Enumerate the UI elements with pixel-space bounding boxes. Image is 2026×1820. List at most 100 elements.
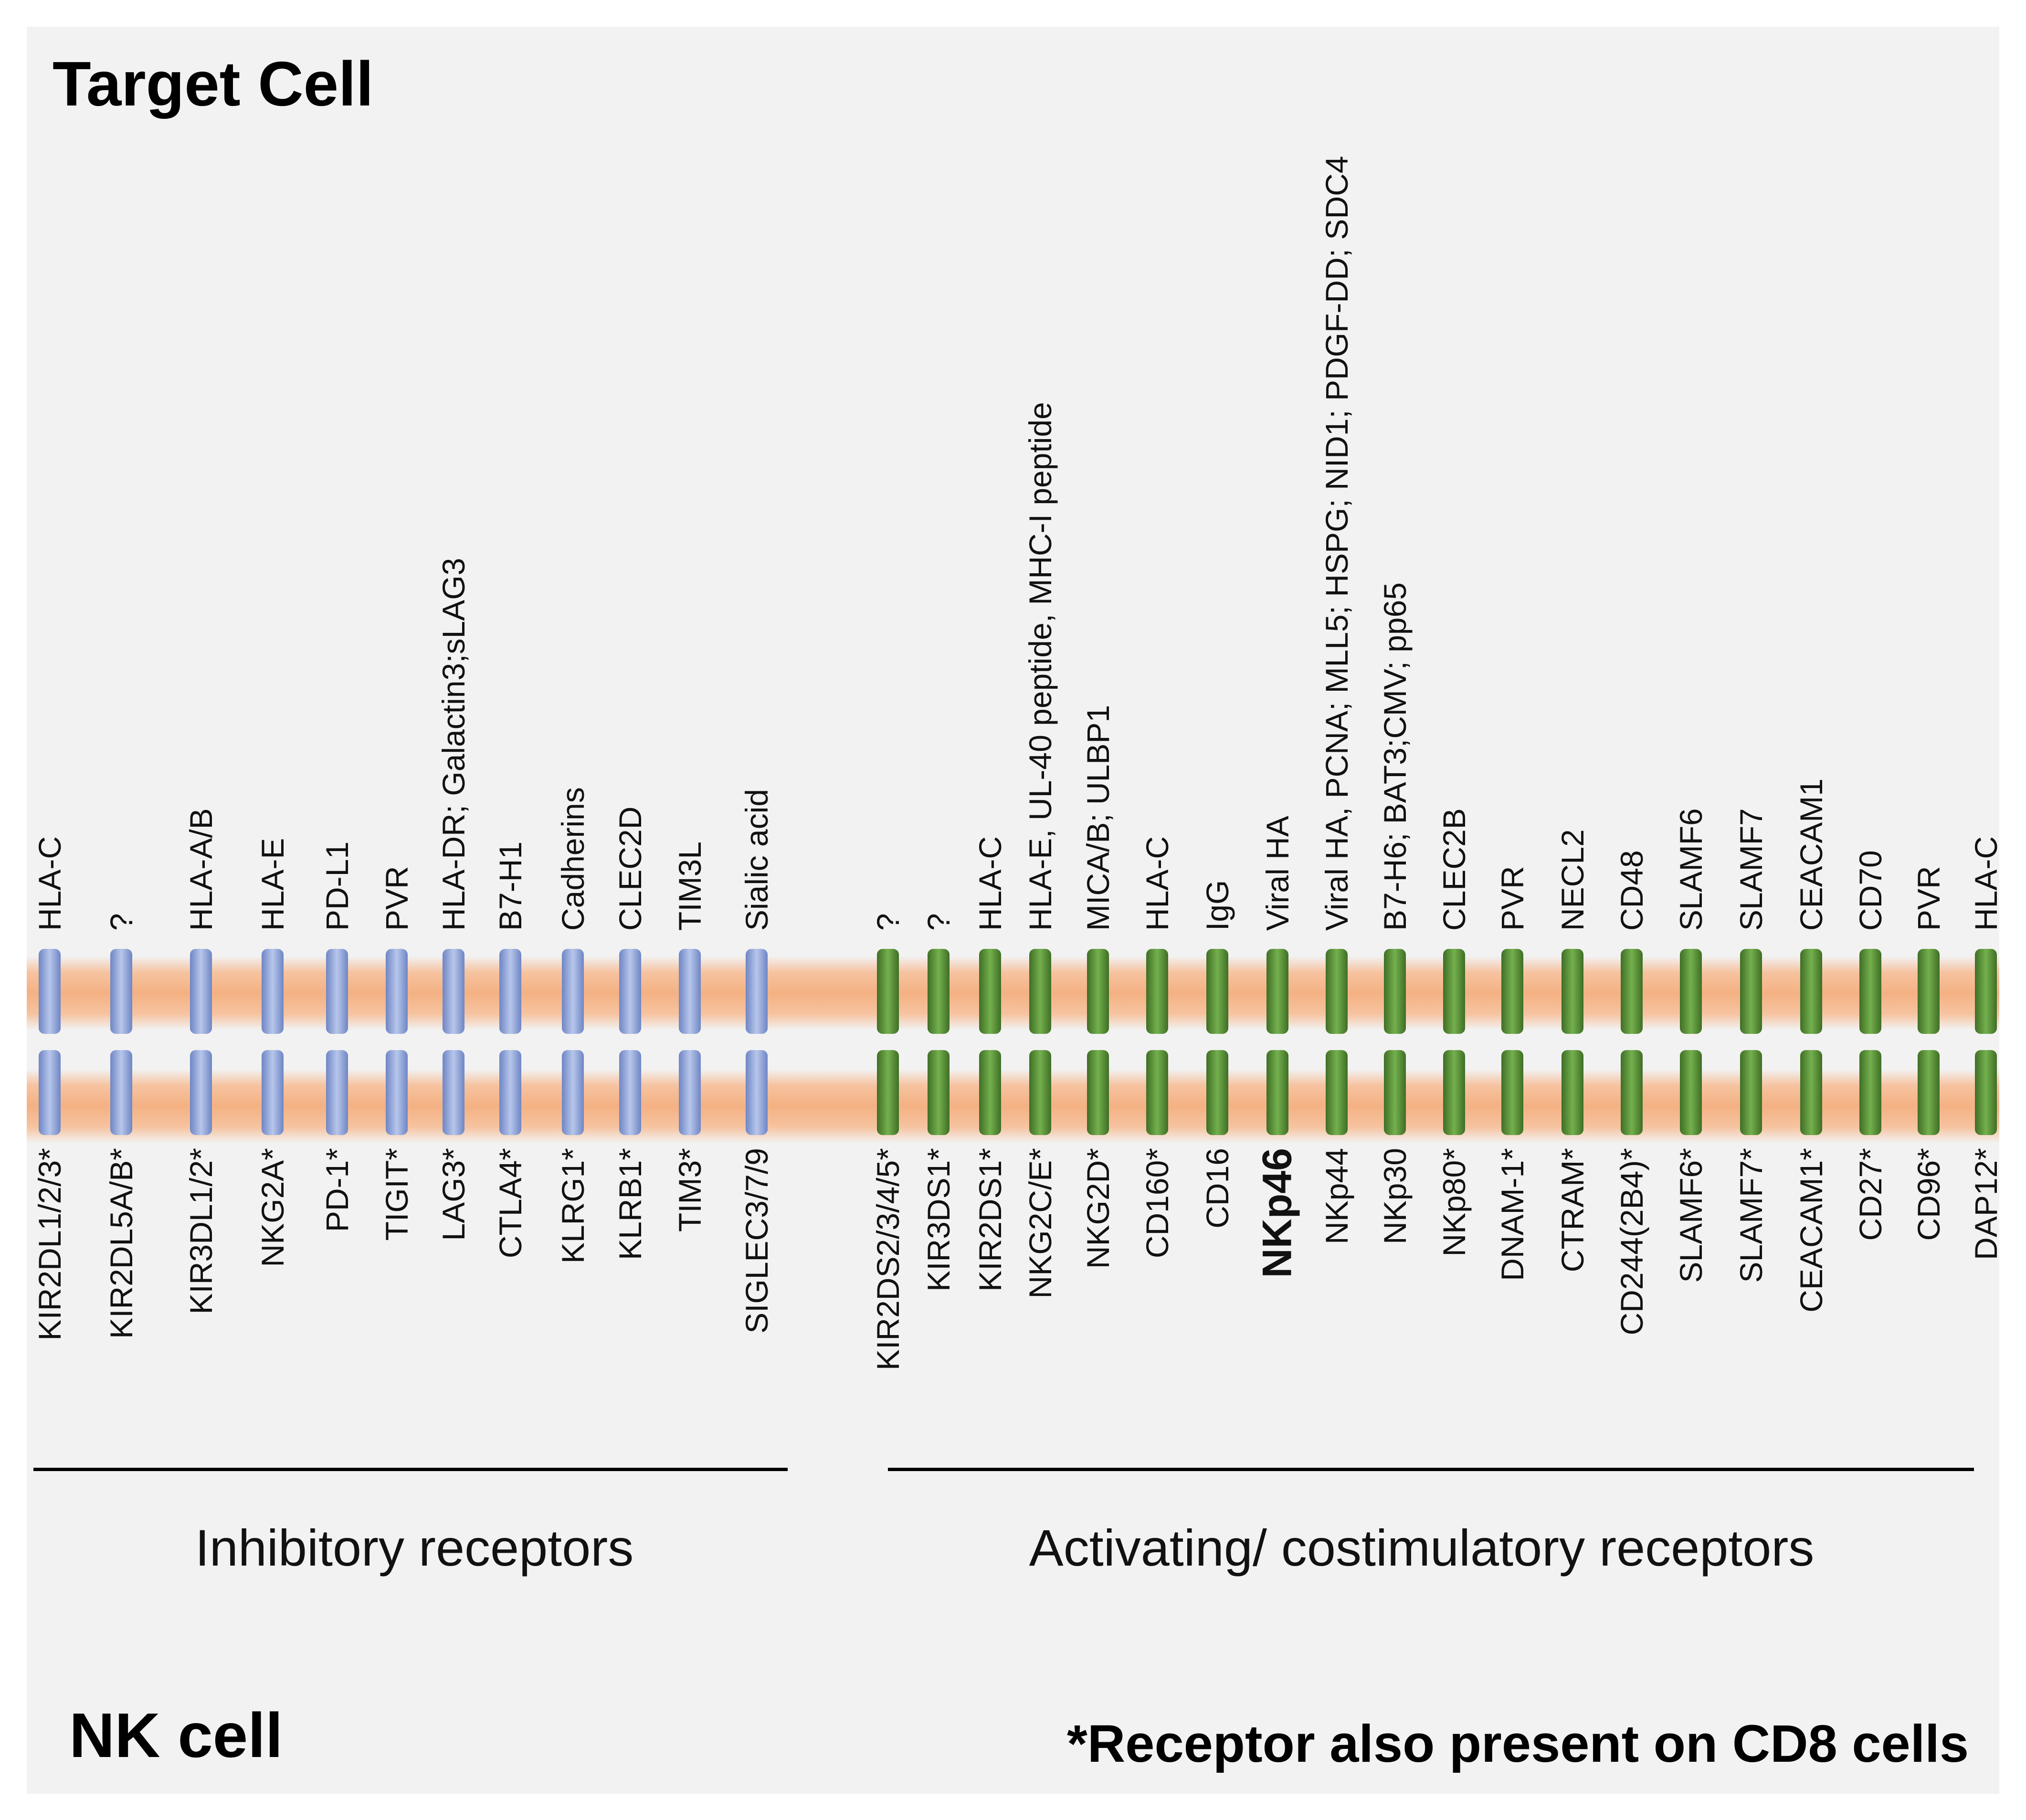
inhibitory-receptor-top (386, 949, 408, 1034)
ligand-text: PVR (379, 866, 414, 931)
receptor-name-text: DAP12* (1968, 1148, 2004, 1260)
receptor-name-text: NKG2D* (1080, 1148, 1116, 1269)
activating-receptor-bottom (1562, 1050, 1583, 1135)
activating-receptor-bottom (1146, 1050, 1168, 1135)
inhibitory-receptor-bottom (562, 1050, 584, 1135)
activating-receptor-top (1621, 949, 1643, 1034)
ligand-text: CEACAM1 (1794, 778, 1829, 931)
activating-receptor-top (1859, 949, 1881, 1034)
receptor-name-text: NKG2C/E* (1023, 1148, 1058, 1299)
diagram-panel (27, 27, 1999, 1794)
receptor-name-text: LAG3* (436, 1148, 471, 1241)
receptor-name-text: KIR2DS2/3/4/5* (870, 1148, 906, 1370)
inhibitory-receptor-top (190, 949, 212, 1034)
nk-cell-membrane (27, 1069, 1999, 1143)
nk-cell-title: NK cell (69, 1700, 283, 1770)
inhibitory-group-line (33, 1468, 788, 1471)
inhibitory-receptor-top (562, 949, 584, 1034)
receptor-name-text: NKp44 (1319, 1148, 1354, 1244)
ligand-text: TIM3L (672, 841, 707, 931)
ligand-text: IgG (1200, 880, 1235, 931)
activating-receptor-top (1384, 949, 1406, 1034)
target-cell-title: Target Cell (53, 49, 374, 119)
ligand-text: HLA-A/B (183, 808, 219, 931)
ligand-text: SLAMF6 (1673, 808, 1709, 931)
ligand-text: CLEC2D (612, 806, 648, 931)
activating-receptor-bottom (1501, 1050, 1523, 1135)
receptor-name-text: PD-1* (319, 1148, 355, 1232)
activating-receptor-bottom (877, 1050, 899, 1135)
inhibitory-receptor-top (262, 949, 284, 1034)
activating-receptor-bottom (1029, 1050, 1051, 1135)
activating-receptor-bottom (1087, 1050, 1109, 1135)
activating-receptor-top (1800, 949, 1822, 1034)
inhibitory-receptor-bottom (443, 1050, 464, 1135)
ligand-text: Sialic acid (739, 789, 774, 931)
activating-receptor-bottom (1384, 1050, 1406, 1135)
activating-receptor-top (1740, 949, 1762, 1034)
activating-receptor-bottom (1326, 1050, 1348, 1135)
receptor-name-text: KLRG1* (555, 1148, 591, 1264)
activating-receptor-bottom (1859, 1050, 1881, 1135)
activating-receptor-bottom (979, 1050, 1001, 1135)
ligand-text: B7-H1 (493, 841, 528, 931)
activating-receptor-top (1266, 949, 1288, 1034)
ligand-text: SLAMF7 (1733, 808, 1769, 931)
ligand-text: PVR (1911, 866, 1946, 931)
receptor-name-text: CD96* (1911, 1148, 1946, 1241)
activating-receptor-bottom (1740, 1050, 1762, 1135)
inhibitory-receptor-bottom (499, 1050, 521, 1135)
activating-receptor-top (1029, 949, 1051, 1034)
receptor-name-text: SLAMF7* (1733, 1148, 1769, 1283)
activating-receptor-top (1975, 949, 1997, 1034)
inhibitory-receptor-bottom (619, 1050, 641, 1135)
ligand-text: HLA-C (1140, 836, 1175, 931)
inhibitory-receptor-bottom (746, 1050, 768, 1135)
receptor-name-text: NKp80* (1436, 1148, 1472, 1257)
inhibitory-receptor-top (619, 949, 641, 1034)
inhibitory-receptor-top (746, 949, 768, 1034)
ligand-text: ? (921, 913, 956, 931)
ligand-text: ? (870, 913, 906, 931)
activating-receptor-top (1326, 949, 1348, 1034)
activating-group-line (888, 1468, 1974, 1471)
inhibitory-receptor-bottom (679, 1050, 701, 1135)
activating-receptor-bottom (928, 1050, 950, 1135)
receptor-name-text: CD244(2B4)* (1614, 1148, 1649, 1336)
inhibitory-receptor-bottom (39, 1050, 61, 1135)
ligand-text: HLA-C (1968, 836, 2004, 931)
receptor-name-text: KIR2DL5A/B* (104, 1148, 139, 1339)
ligand-text: HLA-C (32, 836, 67, 931)
inhibitory-receptor-top (39, 949, 61, 1034)
receptor-name-text: CTRAM* (1555, 1148, 1590, 1273)
receptor-name-text: KIR3DS1* (921, 1148, 956, 1292)
activating-receptor-top (1562, 949, 1583, 1034)
ligand-text: HLA-E (255, 838, 290, 931)
ligand-text: CLEC2B (1436, 808, 1472, 931)
activating-receptor-top (1146, 949, 1168, 1034)
activating-receptor-bottom (1800, 1050, 1822, 1135)
activating-receptor-bottom (1443, 1050, 1465, 1135)
inhibitory-receptor-bottom (386, 1050, 408, 1135)
activating-receptor-top (928, 949, 950, 1034)
receptor-name-text: CEACAM1* (1794, 1148, 1829, 1313)
receptor-name-text: SLAMF6* (1673, 1148, 1709, 1283)
inhibitory-receptor-bottom (326, 1050, 348, 1135)
receptor-name-text: NKp46 (1254, 1148, 1300, 1278)
receptor-name-text: KIR2DS1* (972, 1148, 1008, 1292)
target-cell-membrane (27, 956, 1999, 1030)
activating-receptor-bottom (1266, 1050, 1288, 1135)
inhibitory-receptor-bottom (110, 1050, 132, 1135)
receptor-name-text: KIR2DL1/2/3* (32, 1148, 67, 1341)
activating-receptor-bottom (1975, 1050, 1997, 1135)
receptor-name-text: KLRB1* (612, 1148, 648, 1260)
inhibitory-receptor-top (326, 949, 348, 1034)
ligand-text: ? (104, 913, 139, 931)
ligand-text: NECL2 (1555, 829, 1590, 931)
inhibitory-group-label: Inhibitory receptors (195, 1519, 634, 1577)
inhibitory-receptor-bottom (190, 1050, 212, 1135)
activating-receptor-top (979, 949, 1001, 1034)
ligand-text: CD70 (1853, 850, 1888, 931)
receptor-name-text: CD160* (1140, 1148, 1175, 1259)
ligand-text: Viral HA (1260, 816, 1295, 931)
